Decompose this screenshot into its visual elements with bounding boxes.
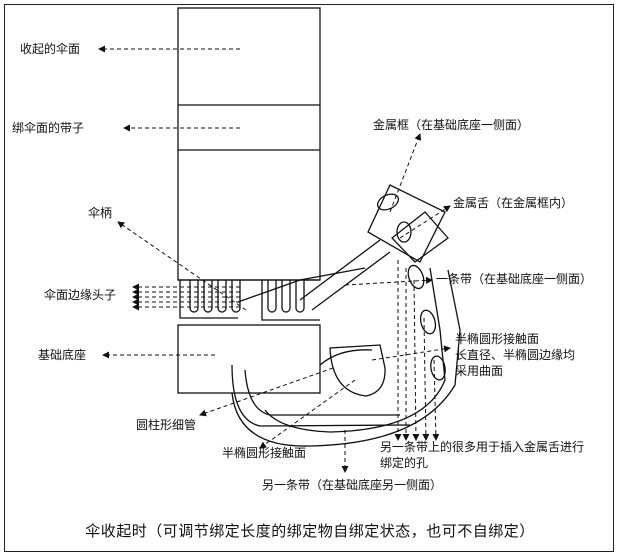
semi-ellipse-small bbox=[329, 344, 386, 397]
leader-hole-4 bbox=[422, 317, 430, 441]
label-semi-note-2: 长直径、半椭圆边缘均 bbox=[455, 348, 576, 362]
leader-strap-one bbox=[344, 276, 433, 286]
figure-caption: 伞收起时（可调节绑定长度的绑定物自绑定状态，也可不自绑定） bbox=[85, 522, 535, 540]
handle-shaft bbox=[299, 239, 391, 311]
leader-metal-tongue bbox=[399, 205, 451, 239]
label-handle: 伞柄 bbox=[88, 206, 113, 220]
label-holes-note-2: 绑定的孔 bbox=[380, 456, 429, 470]
leader-hole-5 bbox=[432, 359, 440, 441]
label-holes-note-1: 另一条带上的很多用于插入金属舌进行 bbox=[380, 440, 585, 454]
base-block bbox=[177, 324, 321, 394]
other-strap bbox=[231, 269, 461, 447]
leader-hole-3 bbox=[412, 279, 420, 441]
label-folded-canopy: 收起的伞面 bbox=[20, 42, 81, 56]
label-cylindrical-tube: 圆柱形细管 bbox=[136, 418, 197, 432]
leader-semi-ellipse bbox=[259, 379, 356, 449]
leader-semi-note bbox=[371, 345, 451, 361]
leader-handle bbox=[117, 221, 247, 311]
label-metal-tongue: 金属舌（在金属框内） bbox=[453, 196, 574, 210]
rib-tips-left bbox=[179, 280, 241, 319]
metal-frame bbox=[367, 184, 446, 263]
rib-tips-right bbox=[261, 280, 320, 321]
label-rib-tips: 伞面边缘头子 bbox=[44, 288, 117, 302]
leader-metal-frame bbox=[389, 133, 422, 213]
leader-tube bbox=[199, 367, 334, 417]
cylindrical-tube bbox=[231, 364, 411, 427]
label-other-strap: 另一条带（在基础底座另一侧面） bbox=[262, 478, 443, 492]
label-base: 基础底座 bbox=[38, 348, 87, 362]
canopy-body bbox=[177, 7, 321, 281]
label-canopy-strap: 绑伞面的带子 bbox=[12, 121, 85, 135]
label-semi-ellipse-contact: 半椭圆形接触面 bbox=[222, 446, 307, 460]
label-metal-frame: 金属框（在基础底座一侧面） bbox=[373, 118, 530, 132]
figure-frame bbox=[4, 4, 614, 552]
label-semi-note-1: 半椭圆形接触面 bbox=[455, 332, 540, 346]
label-strap-one: 一条带（在基础底座一侧面） bbox=[436, 272, 593, 286]
label-semi-note-3: 采用曲面 bbox=[455, 364, 504, 378]
